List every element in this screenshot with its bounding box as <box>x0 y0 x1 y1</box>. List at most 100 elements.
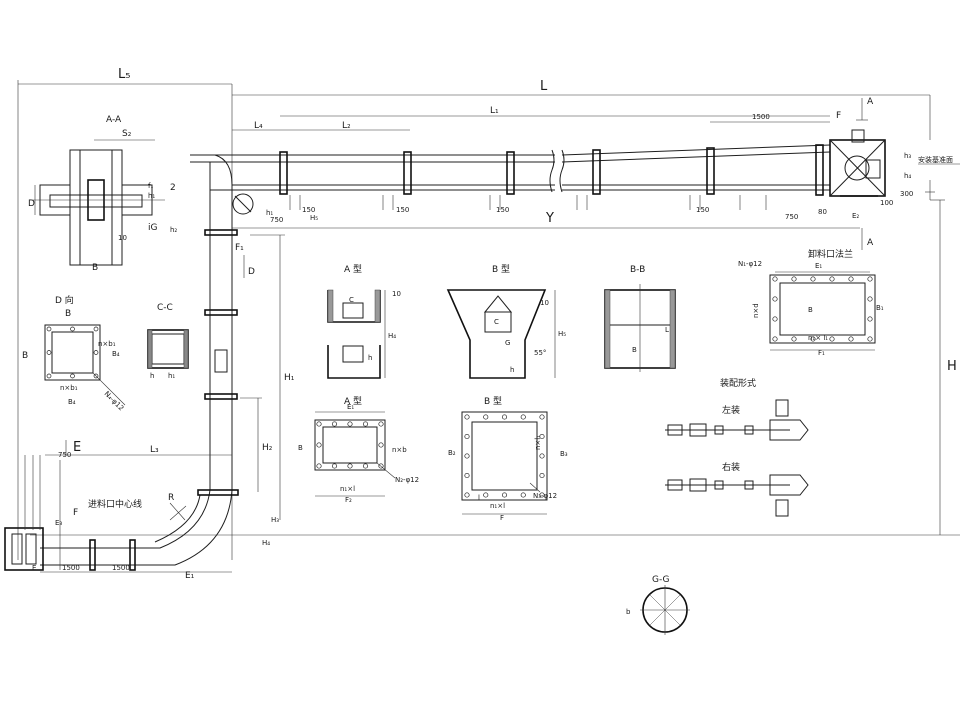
view-G-G: G-G b <box>626 575 690 635</box>
title-B-B: B-B <box>630 265 645 275</box>
label-left-assembly: 左装 <box>722 404 740 416</box>
dim-F-B: F <box>500 514 504 522</box>
dim-80: 80 <box>818 208 827 216</box>
dim-750-c: 750 <box>785 213 798 221</box>
dim-nxl-flange: n₁× l₁ <box>808 334 828 342</box>
dim-H2: H₂ <box>262 443 273 453</box>
dim-E1-A-flange: E₁ <box>347 403 354 411</box>
dim-L3: L₃ <box>150 445 159 455</box>
bolt-hole <box>829 276 835 282</box>
dim-nxb1-bot: n×b₁ <box>60 384 78 392</box>
dim-F2-A: F₂ <box>345 496 352 504</box>
dim-C-A: C <box>349 296 354 304</box>
bolt-hole <box>867 276 873 282</box>
dim-F-top: F <box>836 111 841 121</box>
bolt-N2: N₂-φ12 <box>395 476 419 484</box>
dim-h3-right: h₃ <box>904 152 911 160</box>
view-D: D 向 B B B₄ n×b₁ n×b₁ B₄ N₄-φ12 <box>22 294 125 412</box>
bolt-hole <box>70 326 75 332</box>
dim-E-small: E <box>32 564 36 572</box>
bolt-hole <box>464 472 470 479</box>
bottom-bend-inlet: R 进料口中心线 E 750 L₃ F E₃ 1500 1500 E₁ E <box>4 440 239 581</box>
bolt-hole <box>810 336 816 342</box>
bolt-hole <box>848 336 854 342</box>
dim-H5-B: H₅ <box>558 330 566 338</box>
dim-B-D-left: B <box>22 351 28 361</box>
discharge-flange: 卸料口法兰 N₁-φ12 E₁ B B₁ n×d n₁× l₁ F₁ <box>738 248 884 357</box>
dim-nxl1-B: n×l₁ <box>534 435 542 450</box>
dim-D-AA: D <box>28 199 35 209</box>
typeB-flange: B 型 B₂ B₃ n×l₁ n₁×l F l N₃-φ12 <box>448 396 568 522</box>
dim-h1-CC: h₁ <box>168 372 175 380</box>
bolt-hole <box>520 492 526 498</box>
bolt-hole <box>378 442 384 448</box>
bolt-hole <box>520 414 526 420</box>
bolt-hole <box>464 453 470 459</box>
dim-G-B: G <box>505 339 510 347</box>
bolt-hole <box>331 463 338 469</box>
dim-A-top: A <box>867 97 874 107</box>
inlet-centerline-label: 进料口中心线 <box>88 498 142 510</box>
dim-B4-D: B₄ <box>112 350 120 358</box>
dim-B3: B₃ <box>560 450 568 458</box>
dim-B4-bot: B₄ <box>68 398 76 406</box>
bolt-hole <box>464 433 470 440</box>
bolt-hole <box>316 421 322 427</box>
dim-B2: B₂ <box>448 449 456 457</box>
title-discharge-flange: 卸料口法兰 <box>808 248 853 260</box>
dim-150-4: 150 <box>696 206 709 214</box>
bolt-hole <box>347 421 353 427</box>
dim-L2: L₂ <box>342 121 351 131</box>
dim-300: 300 <box>900 190 913 198</box>
dim-B-flange: B <box>808 306 813 314</box>
dim-10-AA: 10 <box>118 234 127 242</box>
dim-F1-flange: F₁ <box>818 349 825 357</box>
bolt-hole <box>378 421 384 427</box>
bolt-hole <box>867 336 873 342</box>
dim-H5-top: H₅ <box>310 214 318 222</box>
dim-h1-top: h₁ <box>266 209 273 217</box>
view-B-B: B-B B L <box>604 265 676 372</box>
title-D: D 向 <box>55 294 74 306</box>
dim-H4-A: H₄ <box>388 332 396 340</box>
bolt-N4: N₄-φ12 <box>103 390 126 413</box>
dim-l-B: l <box>478 494 480 502</box>
bolt-hole <box>867 296 873 302</box>
dim-h-CC: h <box>150 372 154 380</box>
bolt-hole <box>810 276 816 282</box>
dim-S2: S₂ <box>122 129 132 139</box>
bolt-hole <box>331 421 338 427</box>
view-C-C: C-C h₁ h <box>147 303 189 380</box>
bolt-hole <box>772 336 778 342</box>
bolt-hole <box>316 442 322 448</box>
bolt-hole <box>347 463 353 469</box>
dim-100: 100 <box>880 199 893 207</box>
dim-B1-flange: B₁ <box>876 304 884 312</box>
dim-h-B: h <box>510 366 514 374</box>
dim-h2-AA: h₂ <box>170 226 177 234</box>
bolt-hole <box>93 326 99 332</box>
conveyor-horizontal-casing: 150 150 150 150 750 80 E₂ 100 300 h₄ h₃ … <box>190 144 960 221</box>
dim-f1-AA: f₁ <box>148 182 153 190</box>
top-left-elbow: h₁ H₅ 750 F₁ D <box>190 154 318 278</box>
dim-Y: Y <box>545 211 554 226</box>
dim-L4: L₄ <box>254 121 263 131</box>
bolt-hole <box>539 453 545 459</box>
dim-H3: H₃ <box>271 516 279 524</box>
dim-F1: F₁ <box>235 243 244 253</box>
dim-150-3: 150 <box>496 206 509 214</box>
discharge-head <box>829 129 886 197</box>
dim-B-A-flange: B <box>298 444 303 452</box>
title-typeB-flange: B 型 <box>484 396 502 407</box>
bolt-hole <box>483 414 489 420</box>
dim-1500-b2: 1500 <box>112 564 130 572</box>
dim-h4-right: h₄ <box>904 172 911 180</box>
dim-10-A: 10 <box>392 290 401 298</box>
dim-C-B: C <box>494 318 499 326</box>
dim-E-arrow: E <box>73 440 81 455</box>
dim-nxl-A: n₁×l <box>340 485 355 493</box>
dim-A-mid: A <box>867 238 874 248</box>
bolt-hole <box>70 373 75 379</box>
dim-H: H <box>947 359 957 374</box>
dim-H4-bot: H₄ <box>262 539 270 547</box>
